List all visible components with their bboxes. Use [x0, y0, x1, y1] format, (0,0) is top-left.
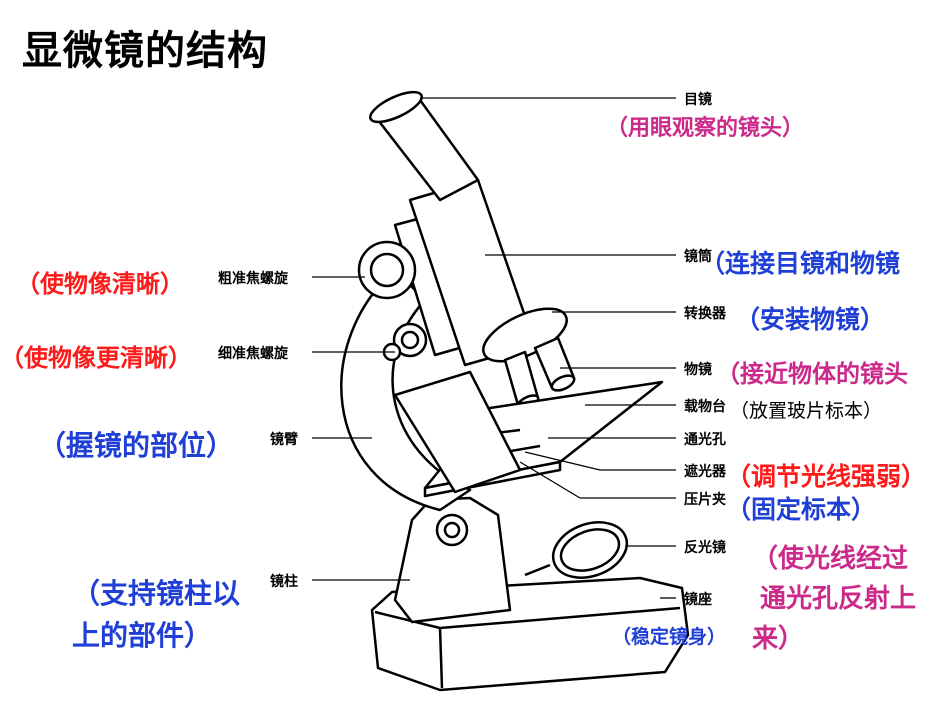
- base-front-edge: [438, 627, 444, 689]
- note-diaphragm: （调节光线强弱）: [726, 462, 927, 491]
- label-aperture: 通光孔: [684, 432, 726, 448]
- note-pillar-line2: 上的部件）: [72, 619, 213, 652]
- note-coarse-focus: （使物像清晰）: [16, 270, 184, 298]
- note-arm: （握镜的部位）: [38, 429, 235, 462]
- label-nosepiece: 转换器: [684, 306, 726, 322]
- note-base: （稳定镜身）: [612, 626, 727, 648]
- label-diaphragm: 遮光器: [684, 464, 726, 480]
- label-fine-focus: 细准焦螺旋: [218, 346, 288, 362]
- note-eyepiece: （用眼观察的镜头）: [606, 116, 805, 141]
- coarse-knob: [357, 240, 417, 300]
- label-tube: 镜筒: [684, 249, 712, 265]
- label-eyepiece: 目镜: [684, 92, 712, 108]
- label-stage: 载物台: [684, 399, 726, 415]
- label-arm: 镜臂: [270, 432, 298, 448]
- note-objective: （接近物体的镜头: [716, 360, 908, 388]
- label-base: 镜座: [684, 592, 712, 608]
- label-mirror: 反光镜: [684, 540, 726, 556]
- note-mirror-line1: （使光线经过: [752, 544, 909, 574]
- note-clip: （固定标本）: [726, 495, 877, 524]
- label-pillar: 镜柱: [270, 574, 298, 590]
- label-objective: 物镜: [684, 362, 712, 378]
- note-mirror-line2: 通光孔反射上: [760, 584, 917, 614]
- fine-knob: [392, 322, 428, 358]
- label-clip: 压片夹: [684, 492, 726, 508]
- stage-column: [393, 370, 522, 494]
- note-mirror-line3: 来）: [752, 624, 805, 654]
- nosepiece-shape: [482, 307, 568, 363]
- label-coarse-focus: 粗准焦螺旋: [218, 271, 288, 287]
- eyepiece-top: [369, 90, 423, 124]
- note-stage: （放置玻片标本）: [730, 400, 883, 422]
- note-pillar-line1: （支持镜柱以: [72, 577, 241, 610]
- leader-lines: [312, 97, 676, 599]
- mirror-shape: [551, 521, 629, 579]
- note-nosepiece: （安装物镜）: [735, 305, 886, 334]
- note-tube: （连接目镜和物镜: [700, 249, 901, 278]
- page-title: 显微镜的结构: [22, 28, 268, 74]
- microscope-figure: [340, 90, 690, 692]
- note-fine-focus: （使物像更清晰）: [0, 344, 192, 372]
- pillar-pivot: [435, 513, 469, 547]
